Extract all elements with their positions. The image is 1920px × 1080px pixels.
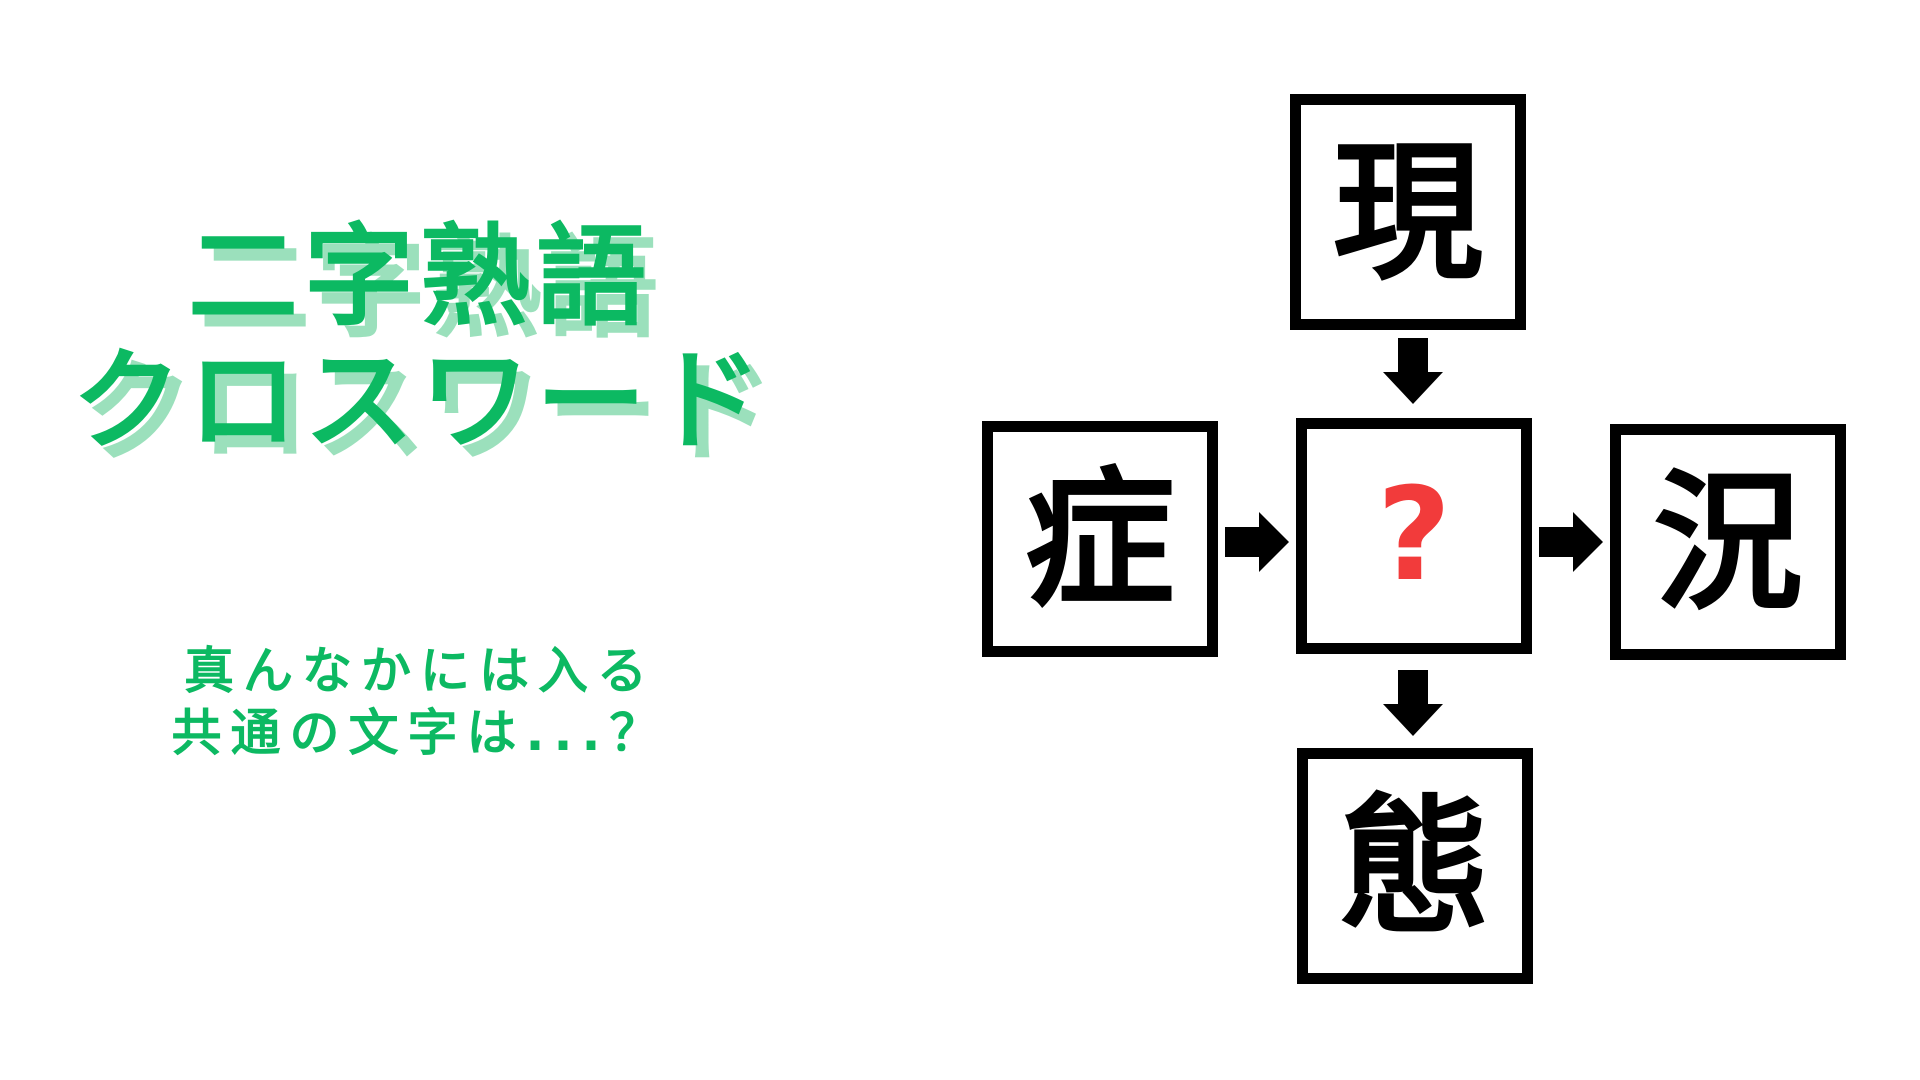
title-line-2: クロスワード: [72, 337, 768, 465]
page-title: 二字熟語 クロスワード: [0, 215, 840, 463]
kanji-bottom: 態: [1339, 781, 1490, 955]
title-panel: 二字熟語 クロスワード 真んなかには入る 共通の文字は...？: [0, 0, 840, 1080]
arrow-down-icon: [1383, 670, 1443, 736]
kanji-cell-bottom: 態: [1297, 748, 1533, 984]
kanji-cell-left: 症: [982, 421, 1218, 657]
title-line-1: 二字熟語: [188, 213, 652, 341]
answer-cell: ?: [1296, 418, 1532, 654]
arrow-right-icon: [1225, 512, 1289, 572]
kanji-cell-right: 況: [1610, 424, 1846, 660]
kanji-left: 症: [1024, 454, 1175, 628]
kanji-cell-top: 現: [1290, 94, 1526, 330]
kanji-right: 況: [1652, 457, 1803, 631]
subtitle-line-1: 真んなかには入る: [184, 642, 656, 700]
kanji-top: 現: [1332, 127, 1483, 301]
arrow-right-icon: [1539, 512, 1603, 572]
arrow-down-icon: [1383, 338, 1443, 404]
question-mark: ?: [1376, 461, 1452, 610]
subtitle-line-2: 共通の文字は...？: [171, 704, 669, 762]
subtitle: 真んなかには入る 共通の文字は...？: [0, 640, 840, 764]
